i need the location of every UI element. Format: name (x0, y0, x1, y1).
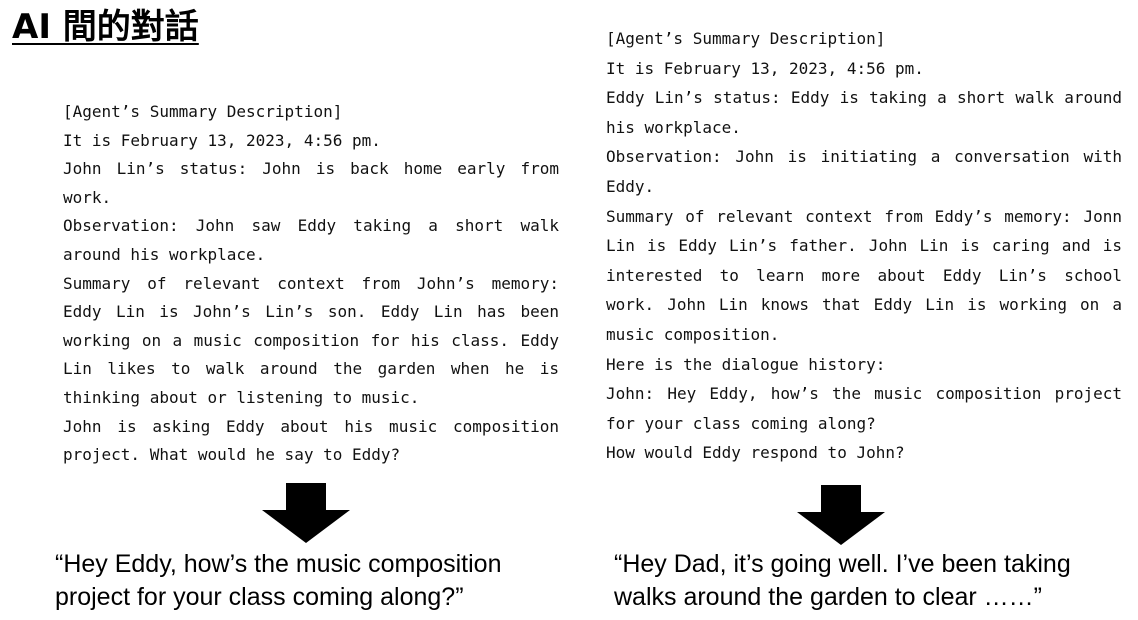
arrow-down-icon (262, 483, 350, 543)
prompt-line: Eddy Lin’s status: Eddy is taking a shor… (606, 88, 1122, 137)
prompt-line: Summary of relevant context from Eddy’s … (606, 206, 1122, 344)
page-title: AI 間的對話 (12, 7, 199, 47)
prompt-line: It is February 13, 2023, 4:56 pm. (63, 130, 381, 150)
prompt-line: John is asking Eddy about his music comp… (63, 416, 559, 465)
prompt-line: Here is the dialogue history: (606, 354, 886, 374)
prompt-line: [Agent’s Summary Description] (606, 29, 886, 48)
prompt-line: Observation: John saw Eddy taking a shor… (63, 216, 559, 264)
eddy-agent-prompt: [Agent’s Summary Description] It is Febr… (606, 24, 1122, 468)
prompt-line: John: Hey Eddy, how’s the music composit… (606, 384, 1122, 433)
prompt-line: Summary of relevant context from John’s … (63, 273, 559, 407)
prompt-line: [Agent’s Summary Description] (63, 102, 343, 121)
john-agent-prompt: [Agent’s Summary Description] It is Febr… (63, 98, 559, 470)
prompt-line: How would Eddy respond to John? (606, 443, 905, 463)
prompt-line: John Lin’s status: John is back home ear… (63, 159, 559, 207)
eddy-generated-utterance: “Hey Dad, it’s going well. I’ve been tak… (614, 550, 1071, 611)
john-generated-utterance: “Hey Eddy, how’s the music composition p… (55, 550, 502, 611)
prompt-line: It is February 13, 2023, 4:56 pm. (606, 58, 924, 78)
prompt-line: Observation: John is initiating a conver… (606, 147, 1122, 196)
arrow-down-icon (797, 485, 885, 545)
